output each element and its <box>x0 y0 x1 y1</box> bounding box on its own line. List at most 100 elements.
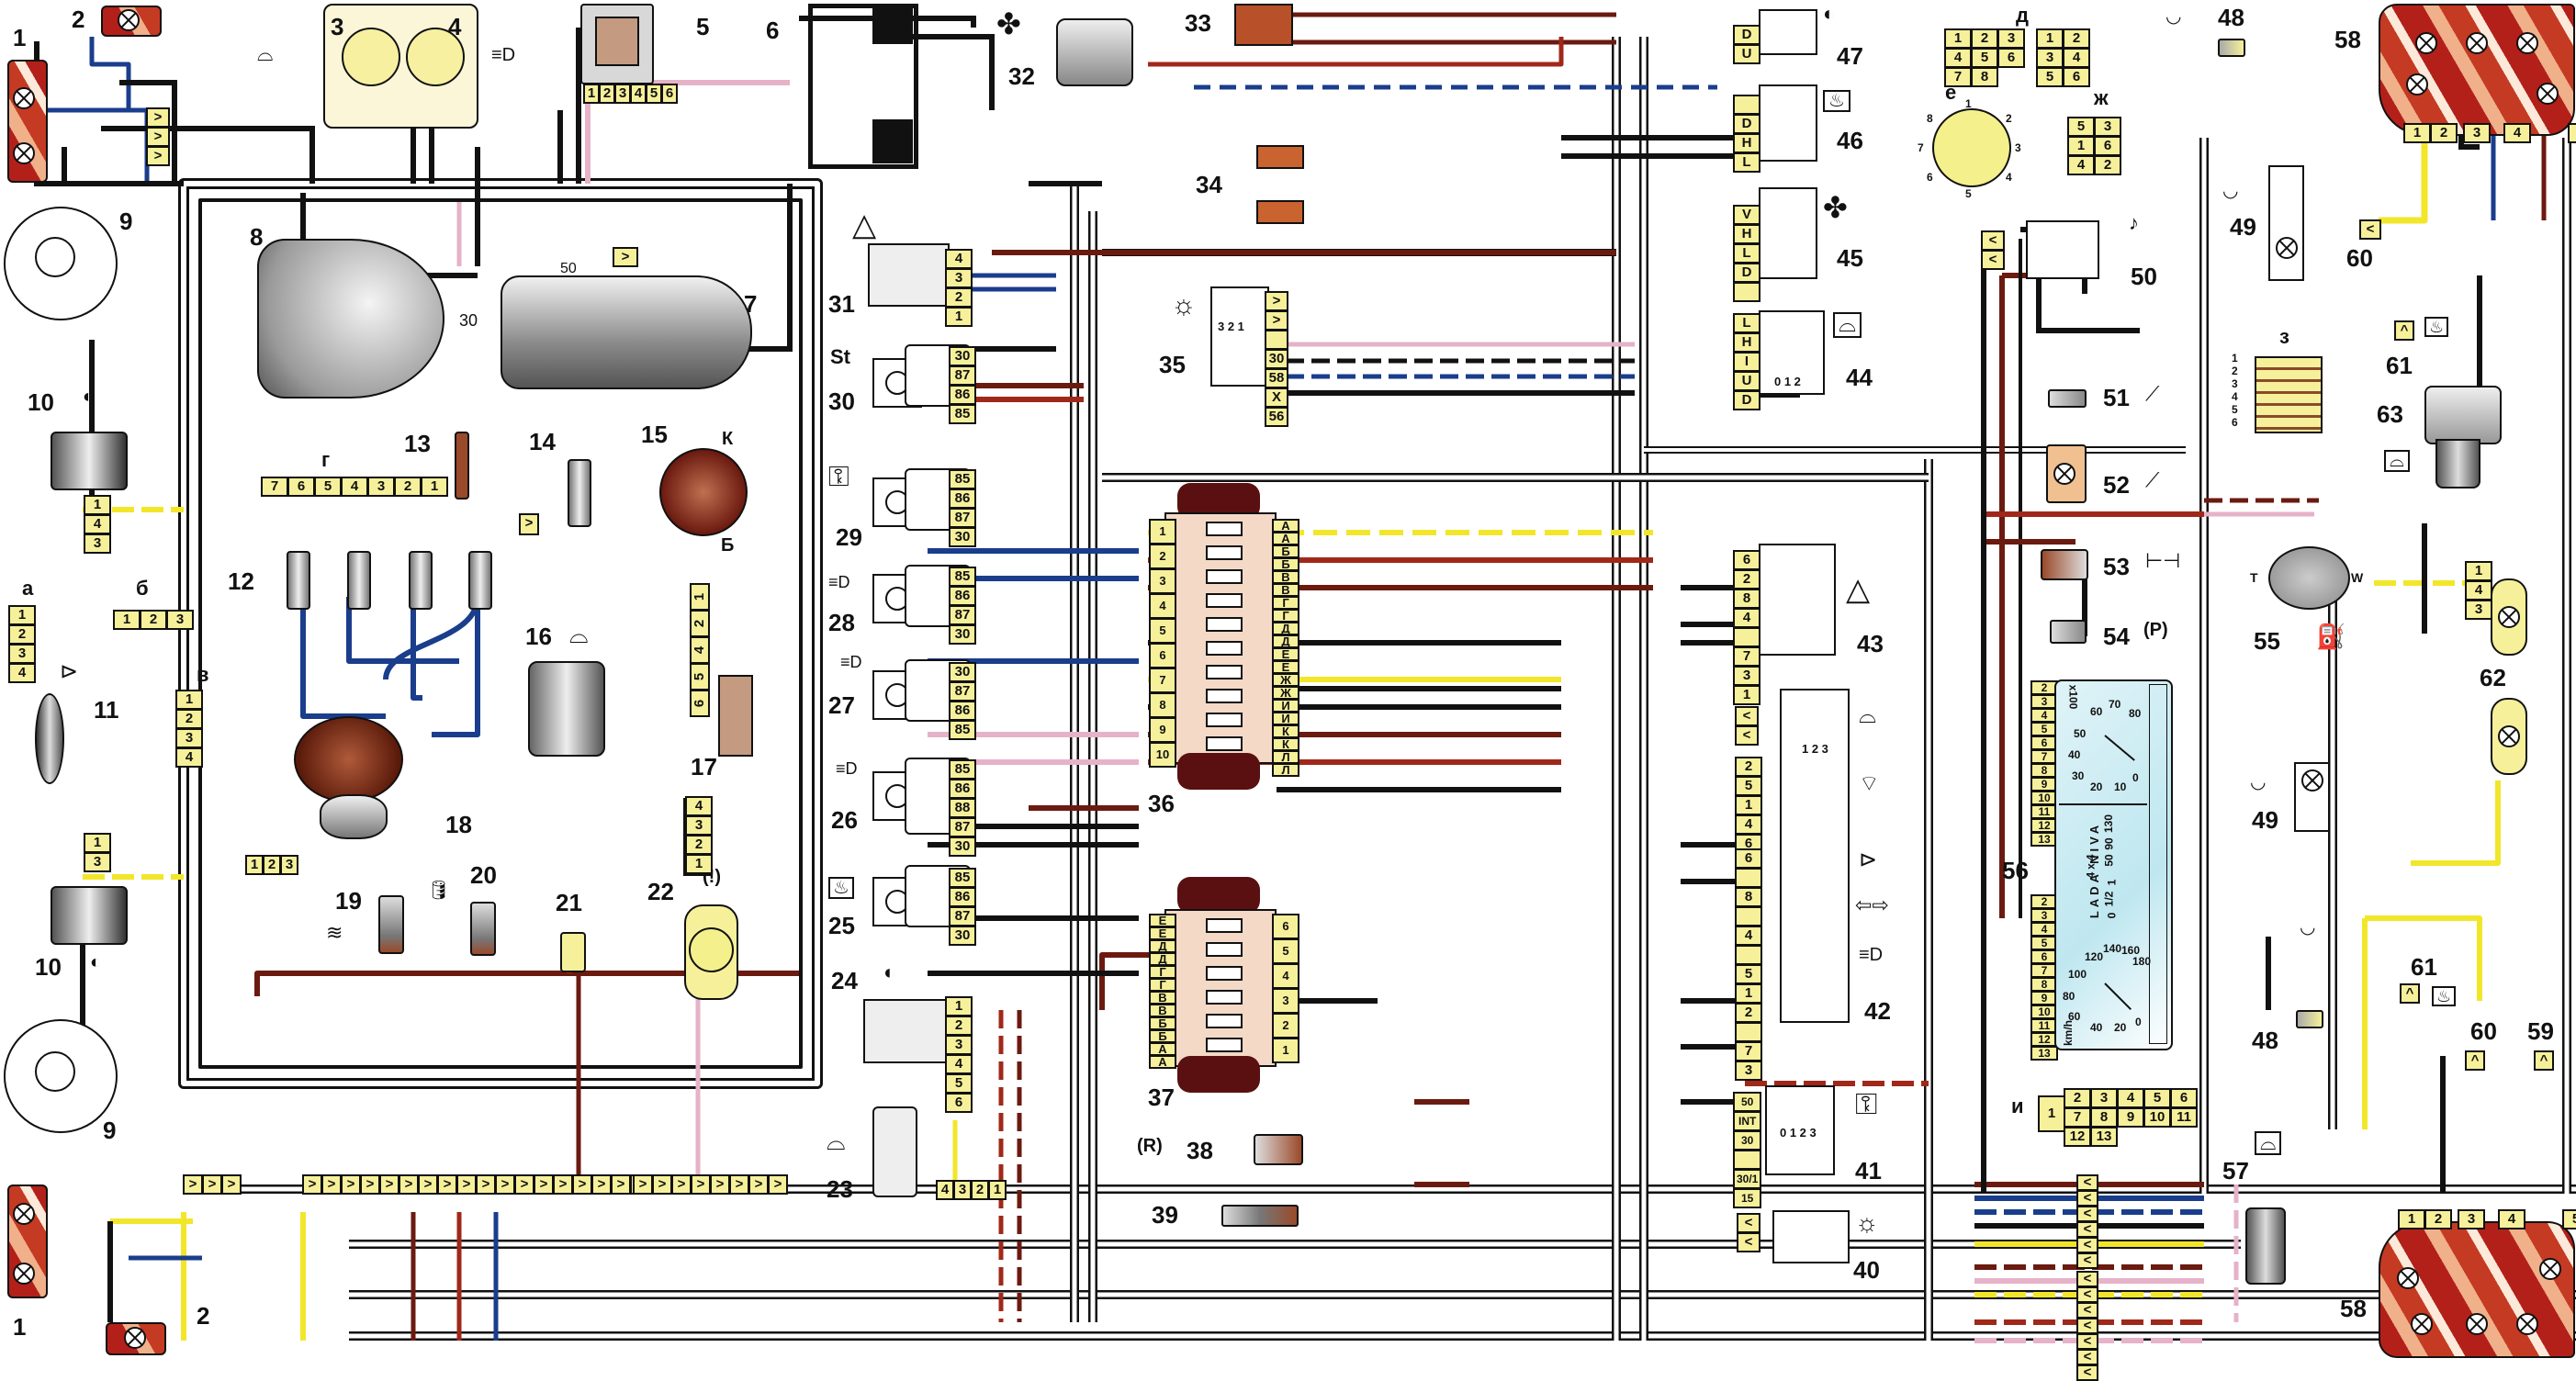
parking-brake-icon: (P) <box>2143 620 2168 640</box>
washer-pump-4 <box>406 28 465 86</box>
fuse-terminal: 7 <box>1149 668 1176 693</box>
lighter-50-pins: << <box>1981 230 2005 270</box>
connector-60-top: < <box>2359 219 2381 240</box>
connector-g-label: г <box>321 448 331 471</box>
label-46: 46 <box>1837 127 1863 154</box>
fuse-terminal: И <box>1272 712 1299 725</box>
fuse-terminal: Г <box>1272 596 1299 610</box>
connector-e-pin: 2 <box>2006 112 2012 125</box>
alternator-8 <box>257 239 444 399</box>
fusebox-36-fuse <box>1206 522 1243 536</box>
fuse-terminal: Е <box>1149 926 1176 940</box>
connector-e-pin: 5 <box>1965 187 1972 200</box>
connector-z <box>2255 356 2323 433</box>
label-45: 45 <box>1837 244 1863 272</box>
label-43: 43 <box>1857 630 1884 657</box>
connector-59: ^ <box>2534 1050 2554 1071</box>
label-37: 37 <box>1148 1083 1175 1111</box>
tacho-tick: 60 <box>2090 705 2103 718</box>
tacho-tick: 50 <box>2074 727 2087 740</box>
connector-a-label: а <box>22 577 34 600</box>
choke-sensor-51 <box>2048 389 2087 408</box>
fusebox-36-fuse <box>1206 569 1243 584</box>
cigarette-lighter-50 <box>2026 220 2099 279</box>
choke-icon: ⟋ <box>2145 382 2160 405</box>
cluster-pins-top: 2 3 4 5 6 7 8 9 10 11 12 13 <box>2030 680 2058 847</box>
connector-zh-label: ж <box>2094 86 2109 109</box>
fusebox-37-top-mount <box>1177 877 1260 914</box>
connector-61-top: ^ <box>2394 320 2414 341</box>
horn-icon: ⊳ <box>1859 848 1878 872</box>
bulb-icon <box>118 9 140 31</box>
connector-60-bottom: ^ <box>2465 1050 2485 1071</box>
fuel-tick: 1 <box>2105 879 2119 886</box>
front-turn-lamp-left-top <box>7 60 48 183</box>
connector-e-pin: 8 <box>1927 112 1933 125</box>
fuse-terminal: Е <box>1149 914 1176 927</box>
ignition-key-icon: ⚿ <box>1855 1087 1878 1120</box>
wiper-positions: 1 2 3 <box>1802 742 1828 756</box>
bulb-icon <box>2537 83 2559 105</box>
cluster-side-strip <box>2149 684 2167 1044</box>
label-28: 28 <box>828 609 855 636</box>
fuse-terminal: 4 <box>1272 963 1299 989</box>
fuel-sensor-terminal-t: T <box>2250 570 2258 585</box>
starter-connector: > <box>613 247 638 267</box>
sensor-14-connector: > <box>519 513 539 535</box>
label-38: 38 <box>1187 1137 1213 1164</box>
sensor-13 <box>455 432 469 500</box>
connector-v-label: в <box>197 663 209 686</box>
fuse-terminal: 5 <box>1149 618 1176 644</box>
spark-plug-4 <box>468 551 492 610</box>
bulb-icon <box>124 1327 146 1349</box>
coolant-sensor-19 <box>378 895 404 954</box>
rear-wiper-icon: ⌓ <box>1833 312 1862 338</box>
battery-terminal-positive <box>872 119 913 163</box>
bulb-icon <box>2498 606 2520 628</box>
fuel-tick: 0 <box>2105 912 2119 919</box>
column-switch-42 <box>1780 689 1850 1023</box>
label-60-bottom: 60 <box>2470 1017 2497 1045</box>
sensor-14 <box>568 459 591 527</box>
fog-light-switch-47 <box>1759 9 1817 55</box>
fuse-terminal: 4 <box>1149 593 1176 619</box>
rear-wiper-motor-body <box>2435 439 2480 488</box>
fan-icon: ✤ <box>996 7 1021 40</box>
coolant-temp-icon: ≋ <box>326 921 343 944</box>
rear-wiper-positions: 0 1 2 <box>1774 375 1801 388</box>
bulb-icon <box>2411 1313 2433 1335</box>
fusebox-36-fuse <box>1206 736 1243 751</box>
rear-wiper-icon: ⌓ <box>2384 450 2410 472</box>
fusebox-36-bottom-mount <box>1177 753 1260 790</box>
speed-tick: 100 <box>2068 968 2087 981</box>
spark-plug-3 <box>409 551 433 610</box>
connector-e-pin: 7 <box>1918 141 1924 154</box>
fuse-terminal: 1 <box>1272 1038 1299 1063</box>
rear-light-58-bottom <box>2379 1221 2575 1358</box>
speed-tick: 20 <box>2114 1021 2127 1034</box>
fog-light-icon: ◐ <box>883 960 896 983</box>
tacho-tick: 80 <box>2129 707 2142 720</box>
speed-tick: 60 <box>2068 1010 2081 1023</box>
speed-tick: 0 <box>2135 1016 2142 1028</box>
regulator-module <box>595 17 639 66</box>
fuse-terminal: 2 <box>1272 1013 1299 1039</box>
turn-signal-arrows-icon: ⇦⇨ <box>1855 893 1889 916</box>
bulb-icon <box>13 1203 35 1225</box>
ignition-coil-10-bottom <box>51 886 128 945</box>
fuse-terminal: 3 <box>1272 988 1299 1014</box>
connector-i-pin-1: 1 <box>2038 1095 2065 1132</box>
ignition-switch-41-pins: 50 INT 30 30/1 15 <box>1733 1092 1762 1208</box>
label-61: 61 <box>2386 352 2413 379</box>
fuse-terminal: А <box>1272 532 1299 545</box>
